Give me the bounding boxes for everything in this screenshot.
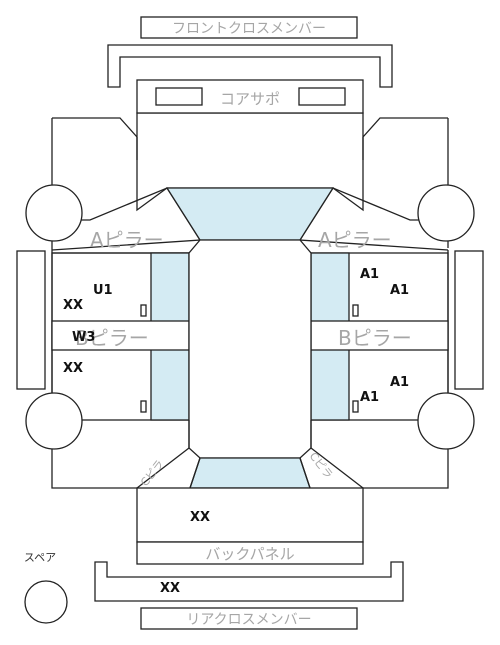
a-pillar-right-label: Aピラー (318, 228, 392, 252)
front-cross-member-label: フロントクロスメンバー (172, 21, 326, 37)
wheel-rear-right[interactable] (417, 392, 475, 450)
right-rear-door-handle[interactable] (352, 400, 359, 413)
back-panel-label: バックパネル (205, 545, 294, 563)
right-rocker-panel[interactable] (454, 250, 484, 390)
mark-rear-right-door-1: A1 (390, 375, 409, 390)
wheel-front-right[interactable] (417, 184, 475, 242)
c-pillar-right[interactable] (299, 420, 364, 489)
rear-window[interactable] (189, 457, 311, 489)
c-pillar-right-label: Cピラ (307, 450, 336, 481)
mark-front-left-door-upper: U1 (93, 283, 113, 298)
roof[interactable] (188, 239, 312, 459)
rear-cross-member-label-box: リアクロスメンバー (140, 607, 358, 630)
left-front-door-handle[interactable] (140, 304, 147, 317)
rear-cross-member-label: リアクロスメンバー (186, 612, 311, 628)
wheel-front-left[interactable] (25, 184, 83, 242)
a-pillar-left-label: Aピラー (90, 228, 164, 252)
mark-front-right-door-1: A1 (360, 267, 379, 282)
back-panel[interactable] (136, 541, 364, 565)
mark-rear-cross-member: XX (160, 581, 180, 596)
b-pillar-right-label: Bピラー (338, 326, 412, 350)
front-cross-member[interactable] (107, 44, 393, 88)
right-front-door-handle[interactable] (352, 304, 359, 317)
rear-cross-member[interactable] (94, 561, 404, 602)
mark-rear-left-door: XX (63, 361, 83, 376)
front-cross-member-label-box: フロントクロスメンバー (140, 16, 358, 39)
left-front-fender[interactable] (51, 117, 138, 250)
left-headlight[interactable] (155, 87, 203, 106)
spare-tire[interactable] (24, 580, 68, 624)
left-rocker-panel[interactable] (16, 250, 46, 390)
mark-trunk: XX (190, 510, 210, 525)
wheel-rear-left[interactable] (25, 392, 83, 450)
b-pillar-left-label: Bピラー (75, 326, 149, 350)
spare-label: スペア (24, 551, 56, 564)
trunk-lid[interactable] (136, 487, 364, 543)
mark-rear-right-door-2: A1 (360, 390, 379, 405)
left-rear-door-handle[interactable] (140, 400, 147, 413)
mark-b-pillar-left: W3 (72, 330, 95, 345)
b-pillar-right-band[interactable] (310, 320, 449, 351)
core-support-label: コアサポ (220, 90, 280, 108)
mark-front-left-door-lower: XX (63, 298, 83, 313)
mark-front-right-door-2: A1 (390, 283, 409, 298)
right-headlight[interactable] (298, 87, 346, 106)
windshield[interactable] (165, 187, 335, 241)
c-pillar-left-label: Cピラ (138, 457, 167, 488)
c-pillar-left[interactable] (136, 420, 201, 489)
